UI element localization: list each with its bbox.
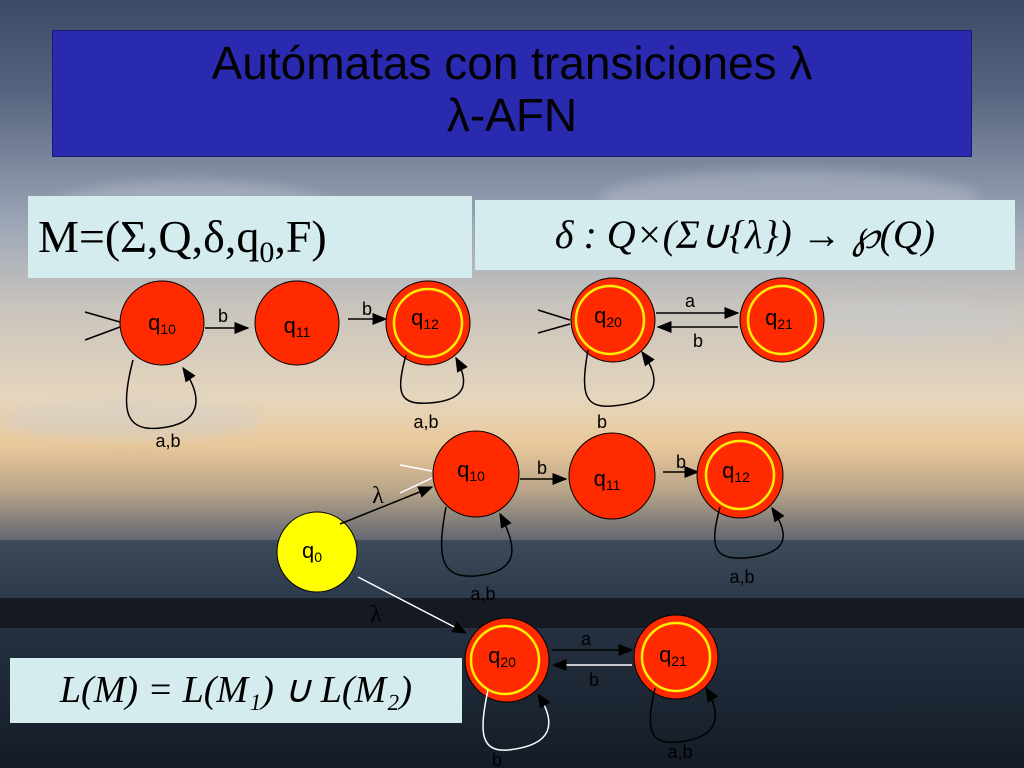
- start-state-q0: [276, 511, 358, 593]
- state-q11: [568, 432, 656, 520]
- transition-function-text: δ : Q×(Σ∪{λ}) → ℘(Q): [554, 212, 936, 257]
- transition-label-b: b: [676, 452, 686, 472]
- final-ring: [469, 624, 541, 696]
- machine-tuple-prefix: M=(Σ,Q,δ,q: [38, 211, 260, 262]
- lambda-label: λ: [370, 602, 382, 628]
- self-loop: [649, 686, 719, 744]
- self-loop: [399, 354, 468, 404]
- state-q12-label: q12: [722, 458, 750, 485]
- final-ring: [704, 439, 776, 511]
- state-q20: [570, 277, 656, 363]
- title-line-2: λ-AFN: [446, 89, 578, 141]
- state-q12: [696, 431, 784, 519]
- automaton-m2-top: q20 a b q21 b: [537, 277, 825, 432]
- state-q11-label: q11: [594, 466, 621, 493]
- former-start-arrow: [399, 464, 433, 472]
- state-q10: [432, 430, 520, 518]
- self-loop: [482, 689, 551, 751]
- transition-label-a: a: [685, 291, 696, 311]
- loop-label-ab: a,b: [729, 567, 754, 587]
- transition-label-b: b: [537, 458, 547, 478]
- transition-function-box: δ : Q×(Σ∪{λ}) → ℘(Q): [475, 200, 1015, 270]
- self-loop: [125, 359, 197, 430]
- state-q20-label: q20: [488, 643, 516, 670]
- cloud: [0, 400, 260, 440]
- final-ring: [574, 284, 646, 356]
- former-start-arrow: [399, 477, 433, 494]
- loop-label-ab: a,b: [155, 431, 180, 451]
- self-loop: [440, 506, 513, 577]
- lambda-label: λ: [372, 483, 384, 509]
- machine-tuple-suffix: ,F): [274, 211, 327, 262]
- combined-automaton: q0 λ λ q10 b q11 b q12 a,b a,b q20: [276, 430, 785, 768]
- loop-label-b: b: [597, 412, 607, 432]
- self-loop: [583, 349, 655, 407]
- language-box: L(M) = L(M₁) ∪ L(M₂): [10, 658, 462, 723]
- loop-label-ab: a,b: [413, 412, 438, 432]
- state-q21: [739, 277, 825, 363]
- state-q11: [254, 280, 340, 366]
- final-ring: [746, 284, 818, 356]
- state-q10: [119, 280, 205, 366]
- start-arrow: [84, 311, 121, 323]
- state-q10-label: q10: [148, 310, 176, 337]
- transition-label-b: b: [589, 670, 599, 690]
- state-q12-label: q12: [411, 305, 439, 332]
- transition-label-b: b: [693, 331, 703, 351]
- start-arrow: [537, 323, 571, 334]
- state-q12: [385, 280, 471, 366]
- state-q11-label: q11: [284, 313, 311, 340]
- title-box: Autómatas con transiciones λ λ-AFN: [52, 30, 972, 157]
- loop-label-ab: a,b: [470, 584, 495, 604]
- state-q20-label: q20: [594, 303, 622, 330]
- state-q21-label: q21: [765, 305, 793, 332]
- machine-tuple-box: M=(Σ,Q,δ,q0,F): [28, 196, 472, 278]
- state-q20: [464, 617, 550, 703]
- automaton-m1-top: q10 b q11 b q12 a,b a,b: [84, 280, 471, 451]
- loop-label-b: b: [492, 750, 502, 768]
- final-ring: [392, 287, 464, 359]
- self-loop: [714, 506, 785, 559]
- lambda-transition-arrow: [357, 576, 468, 634]
- final-ring: [640, 621, 712, 693]
- state-q10-label: q10: [457, 457, 485, 484]
- transition-label-a: a: [581, 629, 592, 649]
- start-arrow: [537, 309, 571, 321]
- state-q21: [633, 614, 719, 700]
- machine-tuple-sub: 0: [259, 236, 275, 270]
- transition-label-b: b: [218, 306, 228, 326]
- state-q21-label: q21: [659, 642, 687, 669]
- title-line-1: Autómatas con transiciones λ: [211, 37, 813, 89]
- state-q0-label: q0: [302, 538, 322, 565]
- lambda-transition-arrow: [339, 486, 434, 525]
- loop-label-ab: a,b: [667, 742, 692, 762]
- transition-label-b: b: [362, 299, 372, 319]
- start-arrow: [84, 326, 121, 341]
- language-text: L(M) = L(M₁) ∪ L(M₂): [59, 669, 413, 711]
